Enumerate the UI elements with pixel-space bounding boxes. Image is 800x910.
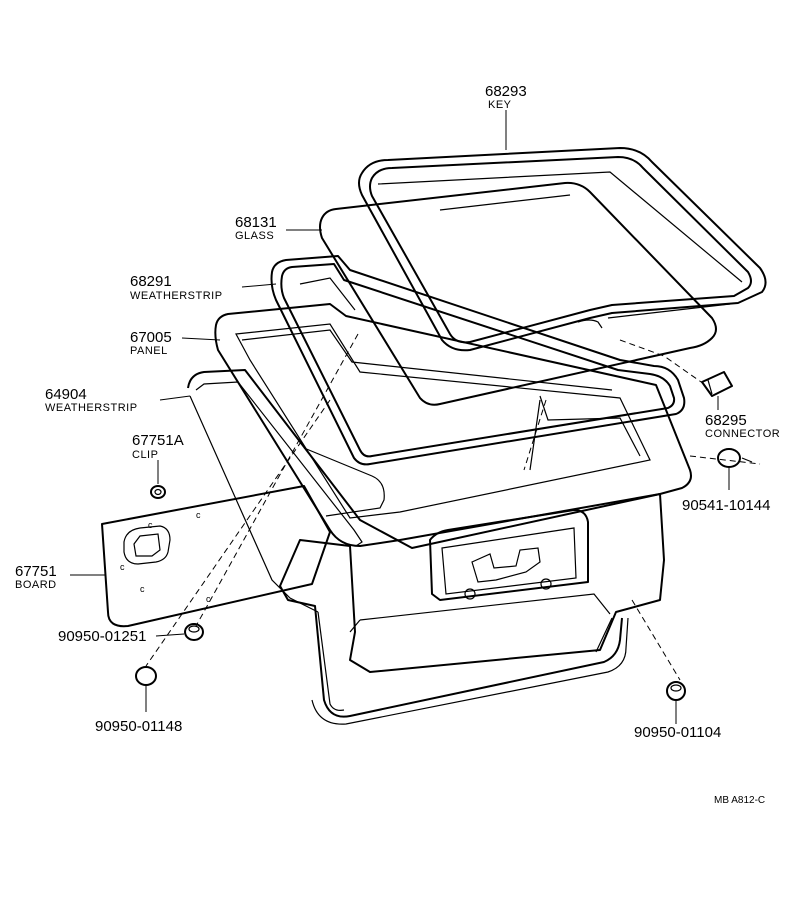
plug-90950-01251 xyxy=(184,623,204,641)
label-90541-number: 90541-10144 xyxy=(682,497,770,514)
bolt-90541 xyxy=(717,448,753,468)
leader-64904 xyxy=(159,395,191,401)
trim-board: c c c c c xyxy=(101,485,331,628)
label-67751a-number: 67751A xyxy=(132,432,184,449)
label-90950-01104-number: 90950-01104 xyxy=(634,724,721,741)
svg-text:c: c xyxy=(148,520,153,530)
svg-text:c: c xyxy=(206,594,211,604)
diagram-code: MB A812-C xyxy=(714,795,765,806)
door-panel xyxy=(214,303,692,547)
label-67751a-name: CLIP xyxy=(132,449,158,461)
glass-weatherstrip xyxy=(270,255,686,466)
leader-68291 xyxy=(241,283,277,288)
label-67751-number: 67751 xyxy=(15,563,57,580)
clip-67751a xyxy=(150,485,166,499)
label-64904-number: 64904 xyxy=(45,386,87,403)
label-90950-01251-number: 90950-01251 xyxy=(58,628,146,645)
connector-68295 xyxy=(701,371,733,397)
key-frame xyxy=(358,147,767,352)
assembly-line xyxy=(145,399,331,667)
leader-67005 xyxy=(181,337,221,341)
label-68291-name: WEATHERSTRIP xyxy=(130,290,223,302)
label-68131-number: 68131 xyxy=(235,214,277,231)
label-67005-name: PANEL xyxy=(130,345,168,357)
label-68295-name: CONNECTOR xyxy=(705,428,780,440)
svg-text:c: c xyxy=(140,584,145,594)
label-64904-name: WEATHERSTRIP xyxy=(45,402,138,414)
plug-90950-01148 xyxy=(135,666,157,686)
glass-panel xyxy=(319,181,717,406)
label-68293-name: KEY xyxy=(488,99,512,111)
assembly-line xyxy=(631,599,681,681)
leader-90950-01251 xyxy=(155,633,185,637)
outer-door xyxy=(187,369,665,725)
label-68131-name: GLASS xyxy=(235,230,274,242)
label-90950-01148-number: 90950-01148 xyxy=(95,718,182,735)
assembly-line xyxy=(523,399,547,471)
label-68295-number: 68295 xyxy=(705,412,747,429)
assembly-line xyxy=(689,455,761,465)
svg-text:c: c xyxy=(120,562,125,572)
label-68291-number: 68291 xyxy=(130,273,172,290)
label-67751-name: BOARD xyxy=(15,579,57,591)
plug-90950-01104 xyxy=(666,681,686,701)
assembly-line xyxy=(619,339,705,385)
svg-text:c: c xyxy=(196,510,201,520)
label-68293-number: 68293 xyxy=(485,83,527,100)
assembly-line xyxy=(195,333,359,627)
label-67005-number: 67005 xyxy=(130,329,172,346)
